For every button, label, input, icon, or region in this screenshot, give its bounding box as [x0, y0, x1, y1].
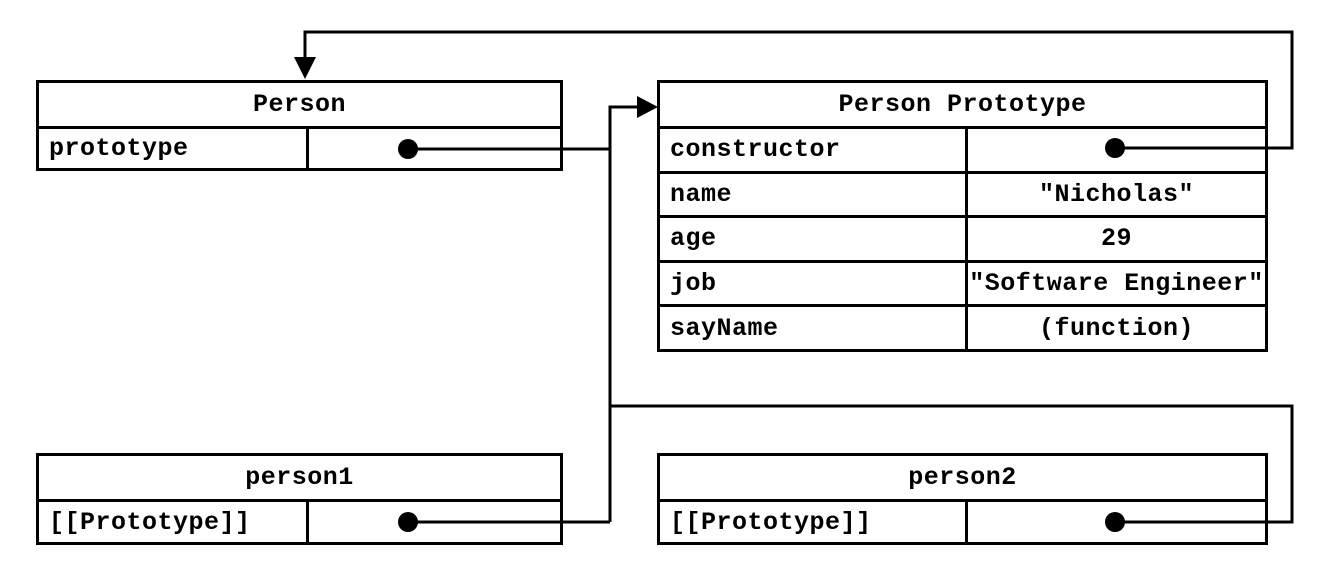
property-label: job — [670, 269, 717, 299]
property-value: 29 — [965, 218, 1265, 260]
property-label: sayName — [670, 313, 779, 343]
pointer-cell — [965, 502, 1265, 542]
property-label: constructor — [670, 135, 841, 165]
pointer-cell — [965, 129, 1265, 171]
property-row: sayName (function) — [660, 307, 1265, 349]
arrowhead-down-icon — [294, 57, 316, 79]
property-row: constructor — [660, 129, 1265, 174]
property-row: age 29 — [660, 218, 1265, 263]
arrowhead-right-icon — [637, 96, 658, 118]
pointer-cell — [306, 502, 560, 542]
person1-box: person1 [[Prototype]] — [36, 453, 563, 545]
property-row: [[Prototype]] — [39, 502, 560, 542]
box-title: person2 — [660, 456, 1265, 502]
property-row: [[Prototype]] — [660, 502, 1265, 542]
person-box: Person prototype — [36, 80, 563, 171]
property-row: job "Software Engineer" — [660, 262, 1265, 308]
pointer-cell — [306, 129, 560, 168]
property-label: name — [670, 179, 733, 209]
property-value: "Nicholas" — [965, 173, 1265, 216]
property-label: prototype — [49, 134, 189, 163]
person-prototype-box: Person Prototype constructor name "Nicho… — [657, 80, 1268, 352]
property-label: age — [670, 224, 717, 254]
property-row: name "Nicholas" — [660, 173, 1265, 219]
person2-box: person2 [[Prototype]] — [657, 453, 1268, 545]
property-value: "Software Engineer" — [965, 262, 1265, 305]
property-label: [[Prototype]] — [670, 507, 872, 537]
box-title: Person Prototype — [660, 83, 1265, 129]
box-title: Person — [39, 83, 560, 129]
property-row: prototype — [39, 129, 560, 168]
property-value: (function) — [965, 307, 1265, 349]
property-label: [[Prototype]] — [49, 507, 251, 537]
prototype-trunk-link — [608, 105, 637, 522]
box-title: person1 — [39, 456, 560, 502]
